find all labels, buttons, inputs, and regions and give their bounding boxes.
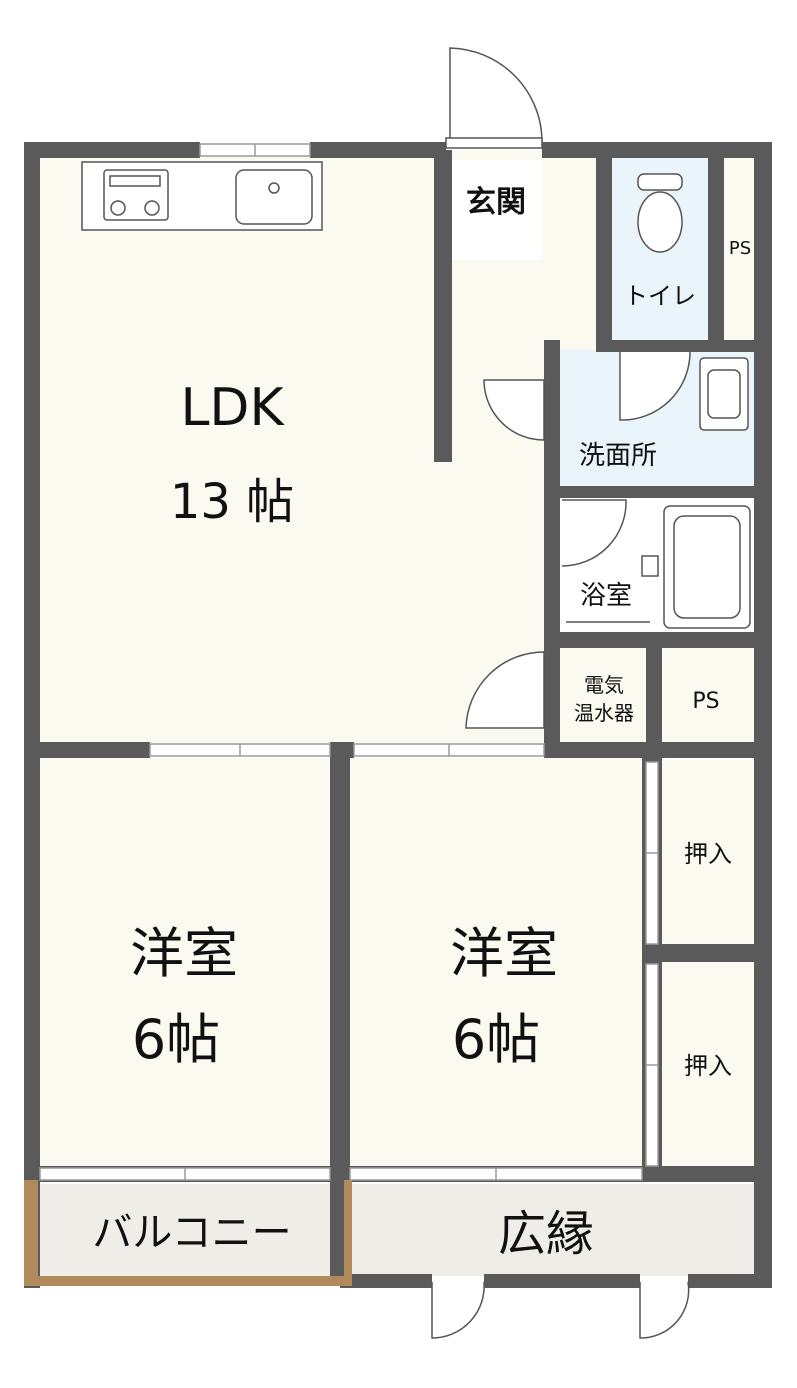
stove-grill [109,175,161,187]
wall-senmen-bottom [544,486,772,498]
denki-label-1: 電気 [584,673,624,697]
toilet-tank [637,173,683,191]
ps-top-label: PS [729,238,751,259]
balcony-floor [36,1184,348,1276]
genkan-step-area [452,160,542,260]
yoshitsu-right-size: 6帖 [452,1008,540,1071]
washbasin-bowl [707,369,741,419]
wall-bottom-right [688,1274,772,1288]
balcony-door-left [431,1281,485,1339]
denki-label-2: 温水器 [574,701,634,725]
entrance-threshold [445,137,543,149]
wall-ldk-bottom [24,742,150,758]
wall-toilet-ps [708,150,724,346]
entrance-door [449,47,543,143]
oshiire-1-floor [662,760,754,946]
wall-core-left [544,340,560,754]
balcony-rail-bottom [24,1276,352,1286]
yoshitsu-left-size: 6帖 [132,1008,220,1071]
balcony-rail-right [344,1180,352,1284]
wall-right [754,142,772,1288]
doors [431,47,691,1339]
floors [32,150,755,1276]
wall-top-left [24,142,200,158]
ps-mid-floor [662,648,754,744]
stove-burner-1-icon [110,200,126,216]
wall-genkan-ldk [434,150,452,462]
wall-bottom-left [340,1274,432,1288]
toilet-door [619,351,691,421]
oshiire-2-floor [662,962,754,1168]
ldk-size: 13 帖 [170,474,294,530]
kitchen-sink [235,169,313,225]
yoshitsu-left-floor [40,758,330,1174]
oshiire-1-label: 押入 [684,840,732,868]
ps-mid-label: PS [692,689,719,714]
stove-burner-2-icon [144,200,160,216]
yoshitsu-right-floor [350,758,642,1174]
ldk-label: LDK [180,378,285,438]
balcony-label: バルコニー [92,1210,291,1256]
hiroen-floor [352,1184,754,1276]
hiroen-label: 広縁 [498,1206,594,1262]
windows [39,143,659,1181]
oshiire-2-label: 押入 [684,1052,732,1080]
senmen-label: 洗面所 [579,441,657,471]
wall-toilet-bottom [596,340,772,352]
core-door [465,651,545,729]
toilet-label: トイレ [624,282,696,310]
wall-bottom-mid [484,1274,640,1288]
wall-genkan-right [596,150,612,346]
yoshitsu-right-label: 洋室 [450,922,558,985]
genkan-label: 玄関 [466,185,526,220]
denki-floor [560,648,652,744]
fixtures [81,161,751,629]
yoshitsu-left-label: 洋室 [130,922,238,985]
wall-rooms-divider [330,742,350,1186]
balcony-rail-left [24,1180,38,1284]
sink-drain-icon [268,182,280,194]
wall-top-mid [310,142,446,158]
shower-faucet [641,555,659,577]
ldk-door [483,379,545,441]
wall-closet-divider [642,944,772,962]
wall-denki-ps [646,640,662,752]
balcony-railing [24,1180,352,1286]
bath-door [561,499,627,567]
yokushitsu-label: 浴室 [580,581,632,611]
labels: LDK 13 帖 玄関 トイレ PS 洗面所 浴室 電気 温水器 PS 押入 押… [92,185,751,1262]
wall-top-right [542,142,772,158]
ps-top-floor [724,158,754,344]
bathtub-inner [673,515,741,619]
wall-left [24,142,40,1288]
toilet-bowl [637,191,683,253]
balcony-door-right [639,1281,690,1339]
